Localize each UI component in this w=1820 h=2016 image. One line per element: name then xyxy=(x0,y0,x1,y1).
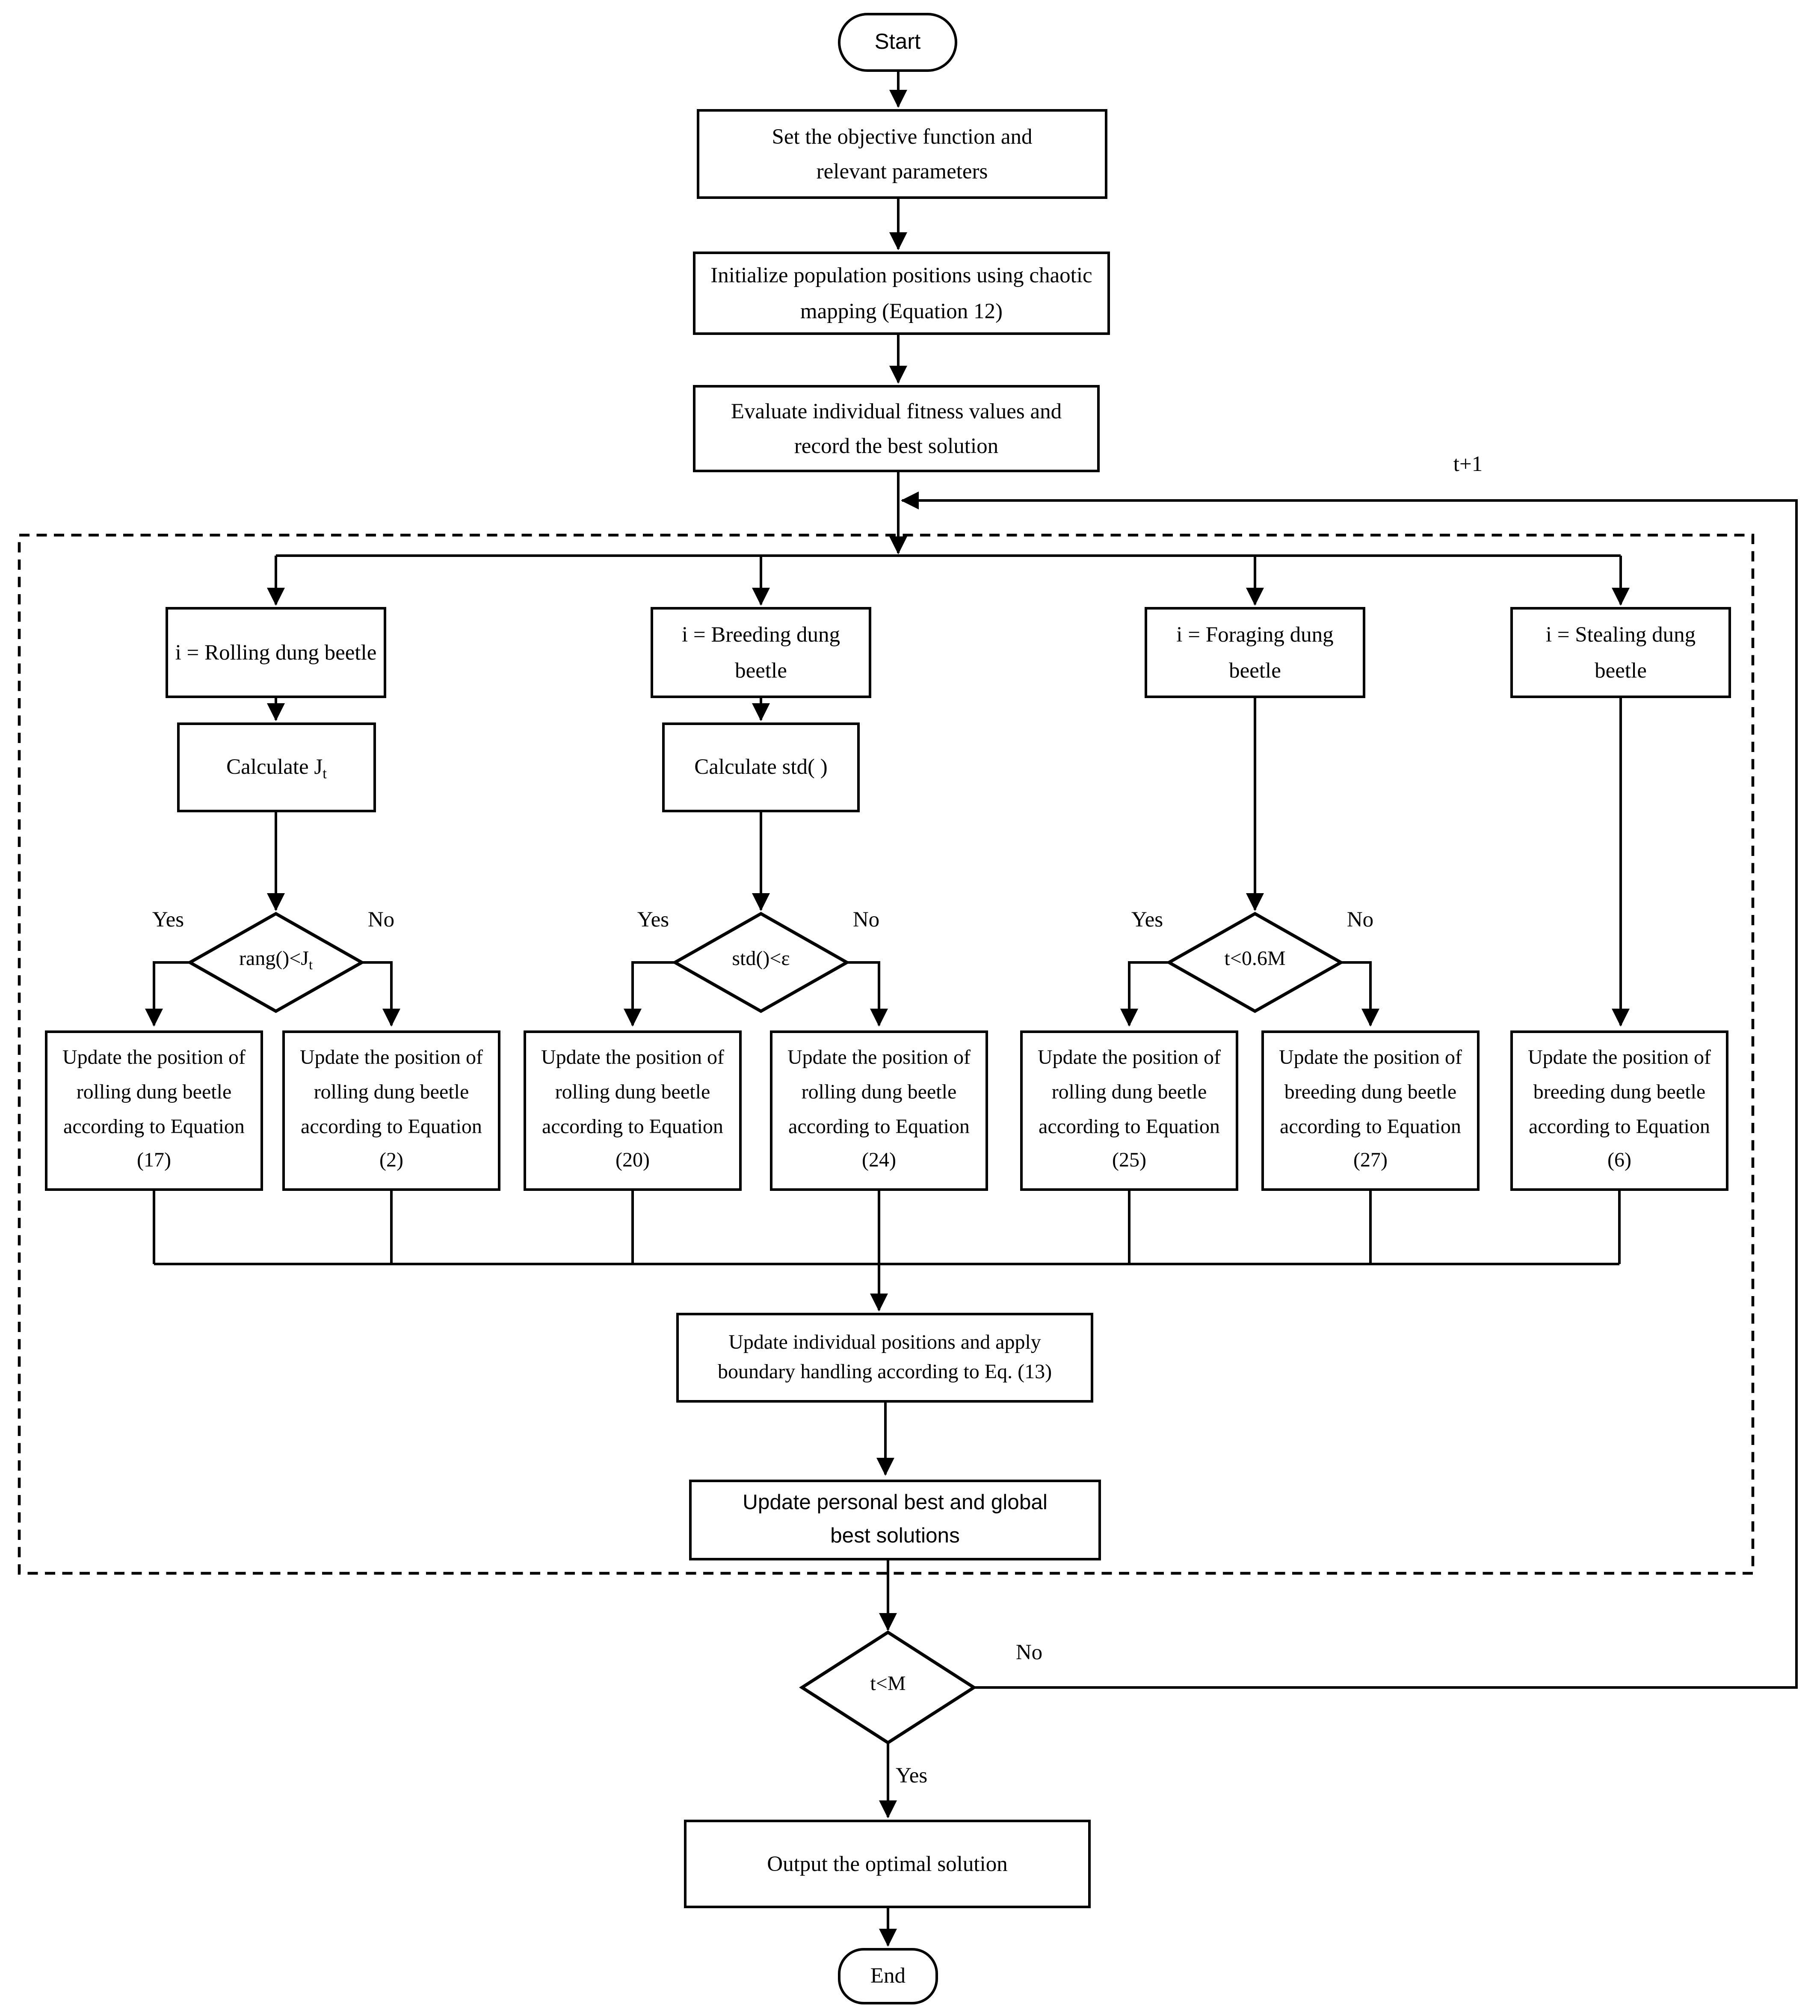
node-branch-breeding: i = Breeding dung beetle xyxy=(651,607,871,698)
cond-rang-label: rang()<Jt xyxy=(190,947,362,974)
cond-t06m-label: t<0.6M xyxy=(1224,948,1286,970)
loop-increment-label: t+1 xyxy=(1453,452,1483,476)
cond-std-label: std()<ε xyxy=(732,948,790,970)
node-branch-stealing: i = Stealing dung beetle xyxy=(1510,607,1731,698)
cond-tm-label: t<M xyxy=(870,1673,906,1695)
end-label: End xyxy=(870,1964,906,1989)
node-output-solution: Output the optimal solution xyxy=(684,1820,1091,1908)
set-objective-label: Set the objective function and relevant … xyxy=(772,124,1033,184)
calc-jt-main: Calculate J xyxy=(226,754,323,779)
output-solution-label: Output the optimal solution xyxy=(767,1851,1008,1876)
node-branch-rolling: i = Rolling dung beetle xyxy=(166,607,386,698)
update-rolling-eq17-label: Update the position of rolling dung beet… xyxy=(62,1047,246,1172)
calc-std-label: Calculate std( ) xyxy=(694,755,828,780)
update-rolling-eq25-label: Update the position of rolling dung beet… xyxy=(1038,1047,1221,1172)
diamond-t-lt-m xyxy=(799,1630,977,1745)
node-init-population: Initialize population positions using ch… xyxy=(693,252,1110,335)
cond-rang-main: rang()<J xyxy=(239,948,309,970)
update-rolling-eq2-label: Update the position of rolling dung beet… xyxy=(300,1047,483,1172)
update-rolling-eq20-label: Update the position of rolling dung beet… xyxy=(541,1047,724,1172)
cond-rang-subscript: t xyxy=(308,957,313,973)
node-evaluate-fitness: Evaluate individual fitness values and r… xyxy=(693,385,1100,472)
loop-region-dashed-box xyxy=(18,533,1755,1575)
update-best-label: Update personal best and global best sol… xyxy=(743,1491,1048,1547)
node-update-rolling-eq24: Update the position of rolling dung beet… xyxy=(770,1030,988,1191)
label-no-rolling: No xyxy=(367,907,395,932)
update-breeding-eq6-label: Update the position of breeding dung bee… xyxy=(1528,1047,1711,1172)
branch-foraging-label: i = Foraging dung beetle xyxy=(1176,622,1334,682)
node-update-best: Update personal best and global best sol… xyxy=(689,1480,1101,1560)
label-no-breeding: No xyxy=(852,907,880,932)
calc-jt-label: Calculate Jt xyxy=(226,749,327,786)
evaluate-fitness-label: Evaluate individual fitness values and r… xyxy=(731,399,1062,458)
init-population-label: Initialize population positions using ch… xyxy=(710,263,1092,323)
branch-stealing-label: i = Stealing dung beetle xyxy=(1545,622,1696,682)
label-yes-final: Yes xyxy=(896,1763,928,1788)
label-no-foraging: No xyxy=(1347,907,1374,932)
node-calc-std: Calculate std( ) xyxy=(662,722,860,812)
calc-jt-subscript: t xyxy=(323,764,327,782)
decision-diamonds xyxy=(186,912,1344,1745)
update-positions-label: Update individual positions and apply bo… xyxy=(717,1332,1052,1383)
label-no-final: No xyxy=(1015,1640,1043,1664)
branch-breeding-label: i = Breeding dung beetle xyxy=(681,622,840,682)
node-update-rolling-eq2: Update the position of rolling dung beet… xyxy=(282,1030,500,1191)
node-update-rolling-eq25: Update the position of rolling dung beet… xyxy=(1020,1030,1238,1191)
node-end: End xyxy=(838,1948,938,2004)
node-update-breeding-eq6: Update the position of breeding dung bee… xyxy=(1510,1030,1728,1191)
node-update-rolling-eq20: Update the position of rolling dung beet… xyxy=(524,1030,742,1191)
branch-rolling-label: i = Rolling dung beetle xyxy=(175,640,377,665)
node-update-breeding-eq27: Update the position of breeding dung bee… xyxy=(1261,1030,1480,1191)
update-breeding-eq27-label: Update the position of breeding dung bee… xyxy=(1279,1047,1462,1172)
node-set-objective: Set the objective function and relevant … xyxy=(697,109,1107,199)
start-label: Start xyxy=(874,30,921,55)
node-calc-jt: Calculate Jt xyxy=(177,722,376,812)
label-yes-rolling: Yes xyxy=(152,907,184,932)
update-rolling-eq24-label: Update the position of rolling dung beet… xyxy=(787,1047,971,1172)
node-start: Start xyxy=(838,13,957,72)
node-update-rolling-eq17: Update the position of rolling dung beet… xyxy=(45,1030,263,1191)
diamond-std-lt-eps xyxy=(672,912,850,1013)
flow-arrows xyxy=(145,72,1798,1947)
label-yes-foraging: Yes xyxy=(1131,907,1163,932)
diamond-t-lt-06m xyxy=(1166,912,1344,1013)
node-branch-foraging: i = Foraging dung beetle xyxy=(1145,607,1365,698)
diamond-rang-lt-jt xyxy=(186,912,365,1013)
label-yes-breeding: Yes xyxy=(637,907,669,932)
node-update-positions: Update individual positions and apply bo… xyxy=(676,1313,1093,1403)
